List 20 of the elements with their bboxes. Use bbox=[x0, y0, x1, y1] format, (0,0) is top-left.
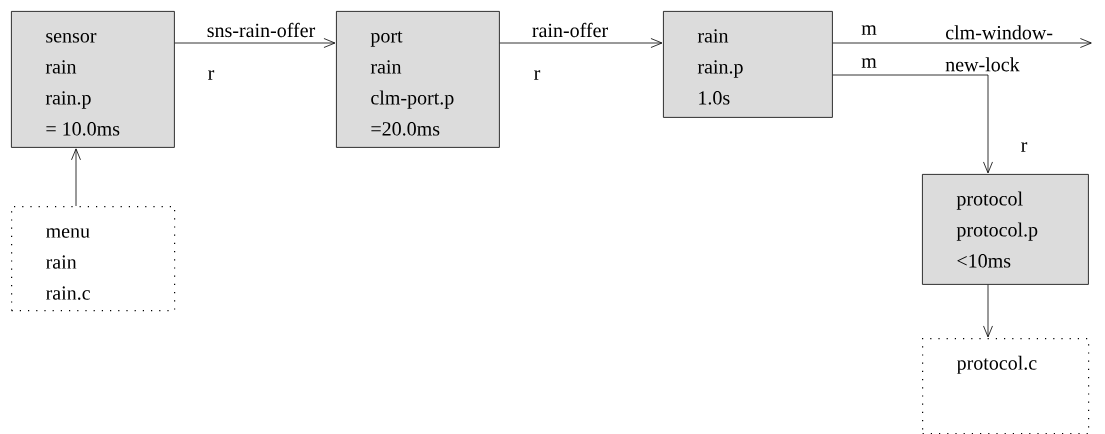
port-label: r bbox=[1021, 142, 1028, 152]
file-box: menu rain rain.c bbox=[11, 206, 176, 312]
edge-label: sns-rain-offer bbox=[205, 21, 317, 39]
arrow bbox=[71, 148, 81, 207]
arrow bbox=[983, 284, 993, 338]
arrow bbox=[174, 38, 336, 48]
port-label: r bbox=[208, 70, 215, 80]
elbow-arrow bbox=[832, 74, 993, 174]
edge-label: m bbox=[860, 24, 878, 36]
process-box: protocol protocol.p <10ms bbox=[922, 174, 1089, 285]
file-box: protocol.c bbox=[922, 338, 1090, 434]
edge-label: m bbox=[860, 57, 878, 69]
arrow bbox=[832, 38, 1092, 48]
arrow bbox=[499, 38, 663, 48]
edge-label: rain-offer bbox=[530, 21, 610, 39]
process-box: port rain clm-port.p =20.0ms bbox=[336, 11, 500, 148]
process-box: rain rain.p 1.0s bbox=[663, 11, 833, 118]
output-label: clm-window-new-lock bbox=[945, 25, 1053, 72]
process-box: sensor rain rain.p = 10.0ms bbox=[11, 11, 175, 148]
port-label: r bbox=[534, 70, 541, 80]
